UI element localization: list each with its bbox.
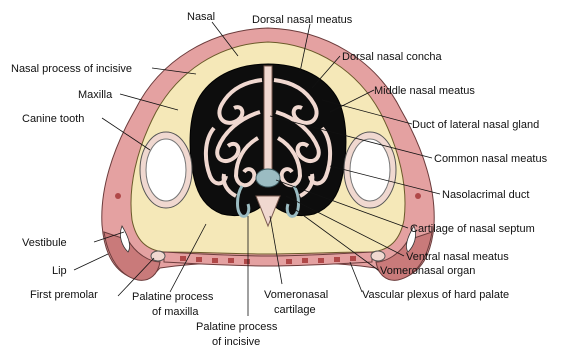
label-ventral-nasal-meatus: Ventral nasal meatus: [406, 251, 509, 263]
right-first-premolar: [371, 251, 385, 261]
left-vessel: [115, 193, 121, 199]
label-palatine-process-of-incisive-2: of incisive: [212, 336, 260, 348]
label-vestibule: Vestibule: [22, 237, 67, 249]
label-first-premolar: First premolar: [30, 289, 98, 301]
label-cartilage-of-nasal-septum: Cartilage of nasal septum: [410, 223, 535, 235]
septal-cartilage: [256, 169, 280, 187]
left-canine-pulp: [146, 139, 186, 201]
label-common-nasal-meatus: Common nasal meatus: [434, 153, 548, 165]
label-nasal: Nasal: [187, 11, 215, 23]
label-dorsal-nasal-concha: Dorsal nasal concha: [342, 51, 443, 63]
nasal-septum: [264, 66, 272, 180]
label-vomeronasal-cartilage-2: cartilage: [274, 304, 316, 316]
label-dorsal-nasal-meatus: Dorsal nasal meatus: [252, 14, 353, 26]
label-nasolacrimal-duct: Nasolacrimal duct: [442, 189, 529, 201]
label-palatine-process-of-maxilla-2: of maxilla: [152, 306, 199, 318]
label-duct-of-lateral-nasal-gland: Duct of lateral nasal gland: [412, 119, 539, 131]
label-vomeronasal-organ: Vomeronasal organ: [380, 265, 475, 277]
right-canine-pulp: [350, 139, 390, 201]
label-maxilla: Maxilla: [78, 89, 113, 101]
label-vascular-plexus-of-hard-palate: Vascular plexus of hard palate: [362, 289, 509, 301]
label-palatine-process-of-maxilla-1: Palatine process: [132, 291, 214, 303]
label-vomeronasal-cartilage-1: Vomeronasal: [264, 289, 328, 301]
label-canine-tooth: Canine tooth: [22, 113, 84, 125]
label-palatine-process-of-incisive-1: Palatine process: [196, 321, 278, 333]
label-nasal-process-of-incisive: Nasal process of incisive: [11, 63, 132, 75]
label-lip: Lip: [52, 265, 67, 277]
label-middle-nasal-meatus: Middle nasal meatus: [374, 85, 475, 97]
right-vessel: [415, 193, 421, 199]
